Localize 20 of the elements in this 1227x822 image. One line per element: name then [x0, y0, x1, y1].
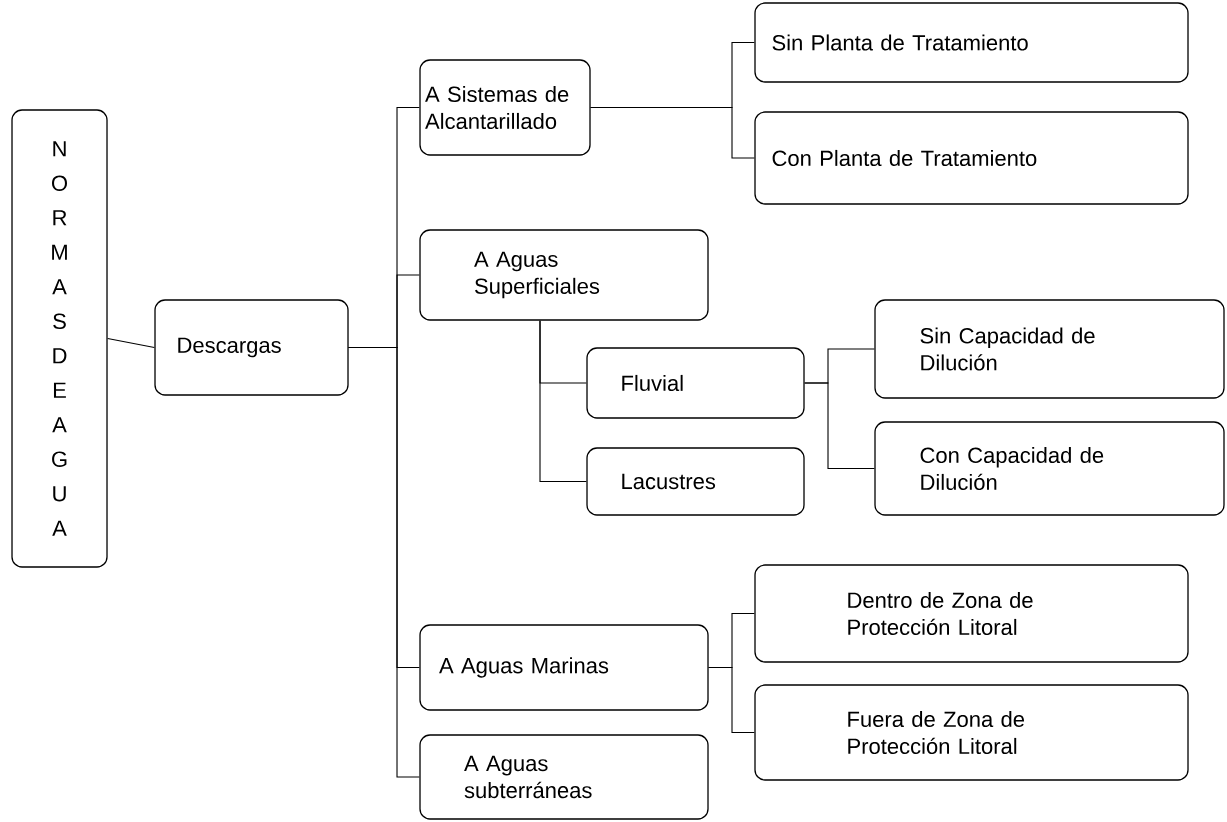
box: Fluvial	[586, 347, 805, 419]
box: A Aguas Superficiales	[419, 229, 709, 321]
box: Descargas	[154, 299, 349, 396]
box: A Aguas Marinas	[419, 624, 709, 711]
box: A Aguas subterráneas	[419, 734, 709, 820]
box: Dentro de Zona de Protección Litoral	[754, 564, 1189, 663]
box: Sin Planta de Tratamiento	[754, 2, 1189, 83]
box: Con Capacidad de Dilución	[874, 421, 1225, 516]
box: Lacustres	[586, 447, 805, 516]
connector-line	[348, 346, 420, 778]
box: Fuera de Zona de Protección Litoral	[754, 684, 1189, 781]
connector-line	[107, 337, 155, 349]
box: N O R M A S D E A G U A	[11, 109, 108, 568]
connector-line	[590, 106, 755, 159]
box: Con Planta de Tratamiento	[754, 111, 1189, 205]
connector-line	[539, 320, 587, 483]
box: Sin Capacidad de Dilución	[874, 299, 1225, 399]
box: A Sistemas de Alcantarillado	[419, 59, 591, 156]
connector-line	[804, 382, 875, 470]
connector-line	[708, 666, 755, 734]
